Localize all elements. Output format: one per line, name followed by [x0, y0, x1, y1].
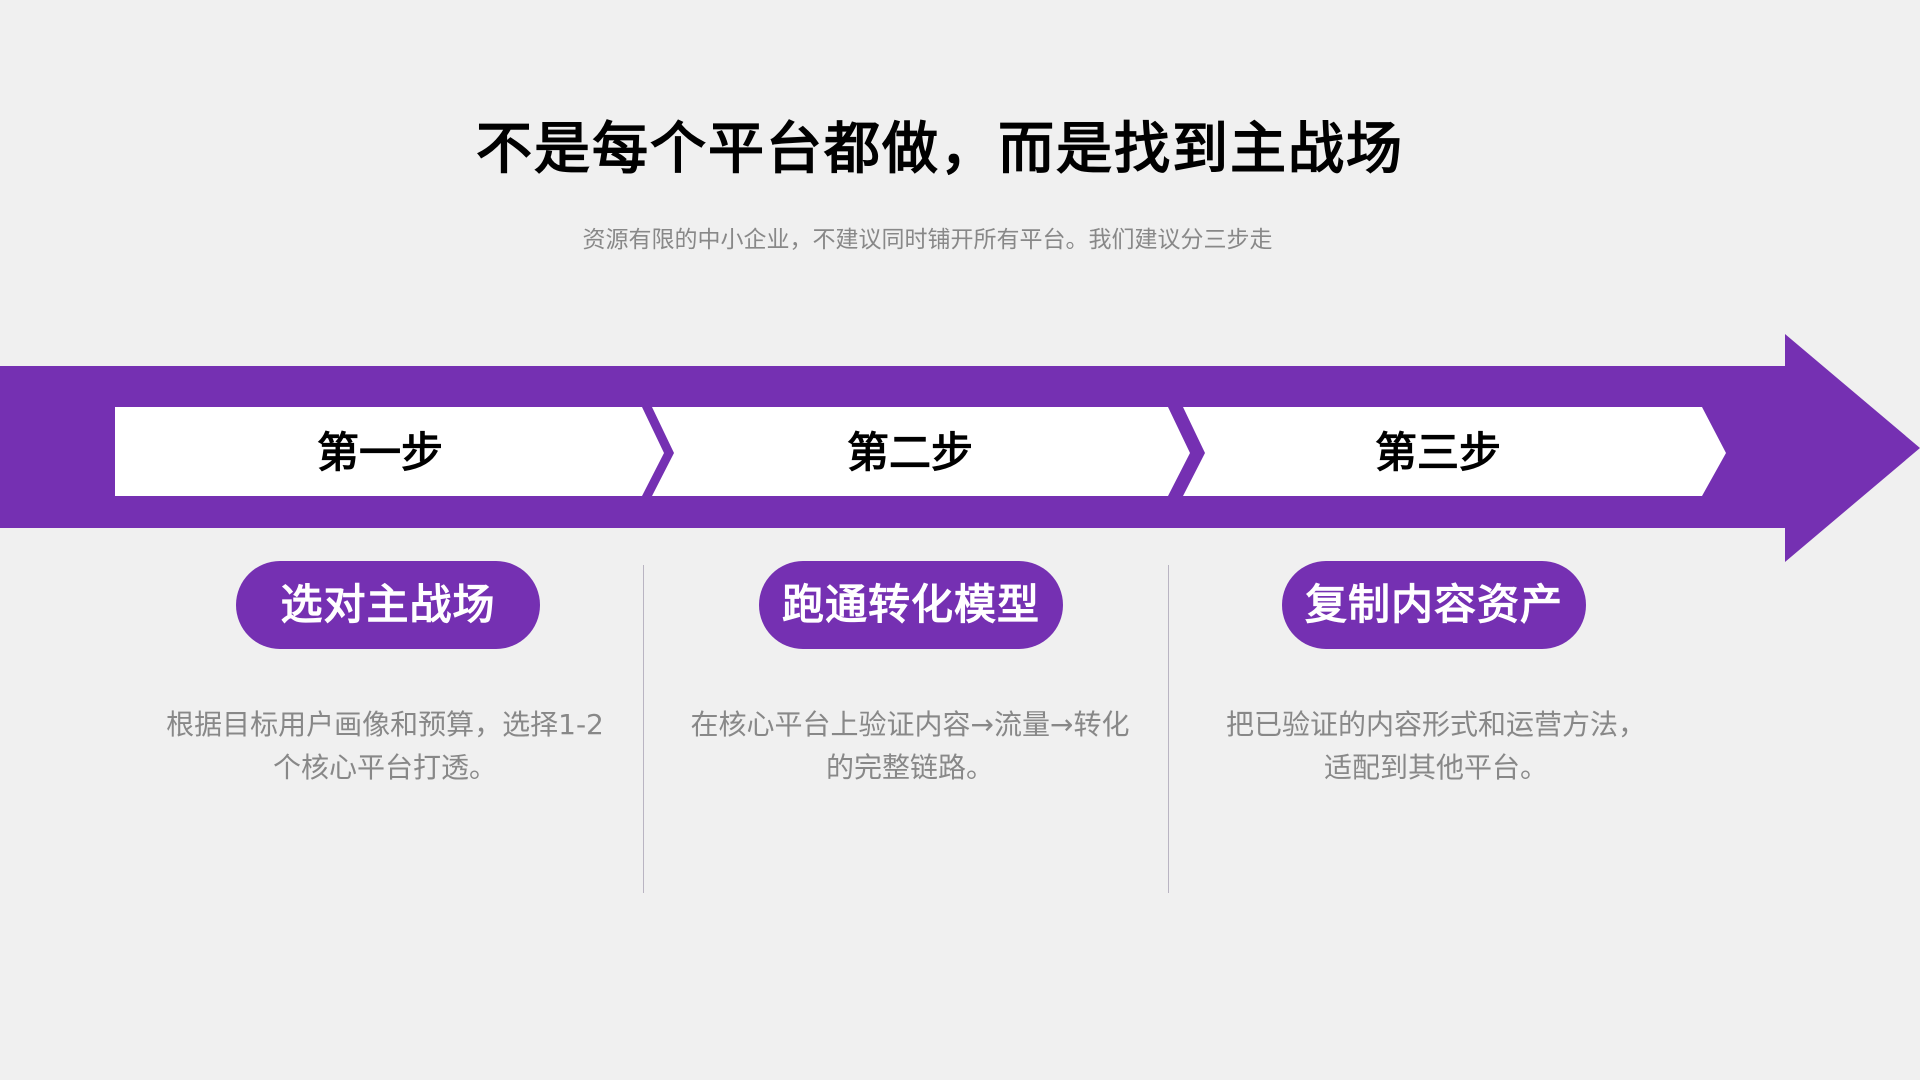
step-3-heading: 复制内容资产 — [1282, 561, 1586, 649]
step-2-label: 第二步 — [846, 428, 973, 477]
step-3-chevron — [1183, 407, 1726, 496]
page-title: 不是每个平台都做，而是找到主战场 — [476, 117, 1404, 182]
page-subtitle: 资源有限的中小企业，不建议同时铺开所有平台。我们建议分三步走 — [582, 227, 1273, 253]
step-3-description: 把已验证的内容形式和运营方法，适配到其他平台。 — [1225, 708, 1646, 784]
step-1-chevron — [115, 407, 664, 496]
step-2-chevron — [652, 407, 1190, 496]
step-1-description: 根据目标用户画像和预算，选择1-2个核心平台打透。 — [166, 708, 604, 784]
column-divider-2 — [1168, 565, 1169, 893]
column-divider-1 — [643, 565, 644, 893]
process-arrow — [0, 334, 1920, 562]
step-3-label: 第三步 — [1374, 428, 1501, 477]
step-1-heading: 选对主战场 — [236, 561, 540, 649]
step-1-label: 第一步 — [316, 428, 443, 477]
step-2-heading: 跑通转化模型 — [759, 561, 1063, 649]
step-2-description: 在核心平台上验证内容→流量→转化的完整链路。 — [690, 708, 1130, 784]
